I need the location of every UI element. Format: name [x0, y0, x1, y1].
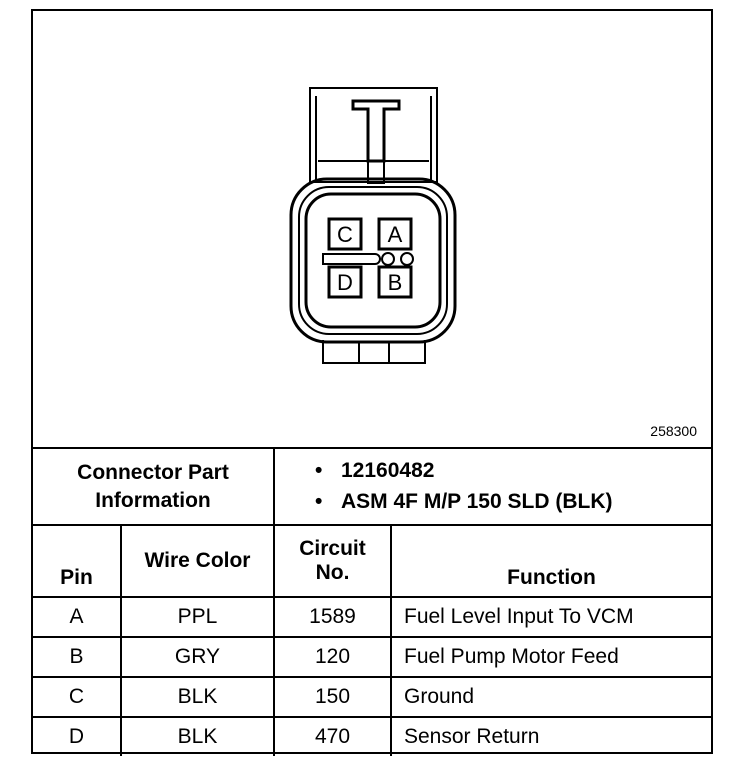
wire-color-cell: BLK: [120, 716, 275, 756]
part-number-item: 12160482: [315, 455, 612, 486]
cavity-d: [327, 265, 363, 299]
cavity-label-a: A: [388, 222, 403, 247]
pin-cell: C: [33, 676, 122, 718]
header-circuit: Circuit No.: [273, 526, 392, 598]
pin-cell: B: [33, 636, 122, 678]
figure-number: 258300: [650, 423, 697, 439]
lock-tab-stem: [367, 160, 385, 184]
connector-face: [304, 192, 442, 329]
function-cell: Ground: [390, 676, 711, 718]
header-wire-color: Wire Color: [120, 526, 275, 598]
connector-rim: [298, 186, 448, 335]
cavity-b: [377, 265, 413, 299]
connector-sheet: C A D B 258300 Connector Part Informatio…: [31, 9, 713, 756]
function-cell: Fuel Pump Motor Feed: [390, 636, 711, 678]
lock-tab: [351, 99, 401, 163]
wire-color-cell: BLK: [120, 676, 275, 718]
table-row: B GRY 120 Fuel Pump Motor Feed: [33, 636, 711, 678]
connector-body: [289, 177, 457, 344]
cavity-label-b: B: [388, 270, 403, 295]
function-cell: Fuel Level Input To VCM: [390, 596, 711, 638]
header-pin: Pin: [33, 526, 122, 598]
wire-color-cell: PPL: [120, 596, 275, 638]
circuit-cell: 1589: [273, 596, 392, 638]
indicator-circle: [400, 252, 414, 266]
connector-info-label: Connector Part Information: [33, 449, 275, 524]
connector-info-list: 12160482 ASM 4F M/P 150 SLD (BLK): [315, 455, 612, 517]
cavity-label-c: C: [337, 222, 353, 247]
pin-cell: D: [33, 716, 122, 756]
header-circuit-line: Circuit: [299, 537, 366, 560]
indicator-circle: [381, 252, 395, 266]
table-row: A PPL 1589 Fuel Level Input To VCM: [33, 596, 711, 638]
connector-info-label-line: Connector Part: [77, 460, 229, 484]
table-row: D BLK 470 Sensor Return: [33, 716, 711, 756]
cavity-c: [327, 217, 363, 251]
connector-info-section: Connector Part Information 12160482 ASM …: [33, 449, 711, 526]
circuit-cell: 150: [273, 676, 392, 718]
connector-face-drawing: C A D B: [289, 87, 457, 364]
table-row: C BLK 150 Ground: [33, 676, 711, 718]
connector-diagram-panel: C A D B 258300: [33, 11, 711, 449]
header-circuit-line: No.: [315, 561, 350, 584]
pin-cell: A: [33, 596, 122, 638]
wire-color-cell: GRY: [120, 636, 275, 678]
cavity-label-d: D: [337, 270, 353, 295]
key-bar: [322, 253, 381, 265]
circuit-cell: 120: [273, 636, 392, 678]
cavity-a: [377, 217, 413, 251]
header-function: Function: [390, 526, 711, 598]
pin-table: Pin Wire Color Circuit No. Function A PP…: [33, 526, 711, 756]
connector-info-label-line: Information: [95, 488, 211, 512]
function-cell: Sensor Return: [390, 716, 711, 756]
bottom-tab: [322, 340, 426, 364]
pin-table-header: Pin Wire Color Circuit No. Function: [33, 526, 711, 598]
part-description-item: ASM 4F M/P 150 SLD (BLK): [315, 486, 612, 517]
circuit-cell: 470: [273, 716, 392, 756]
